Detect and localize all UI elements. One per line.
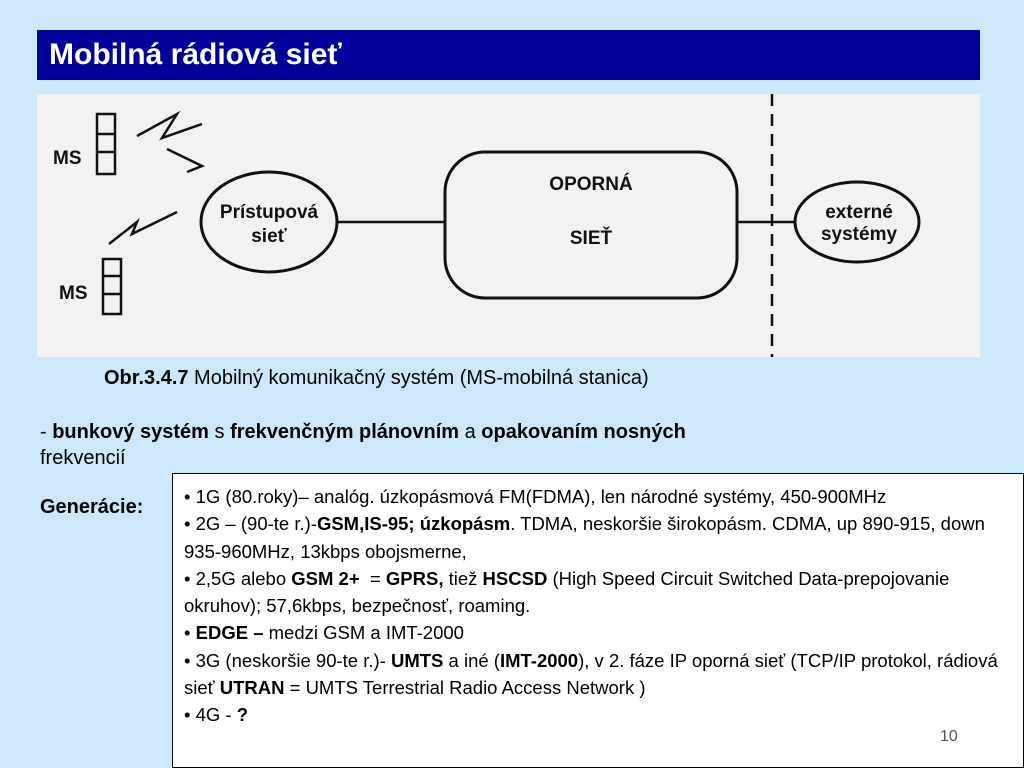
- external-systems-label-1: externé: [825, 202, 893, 223]
- gen-25g: • 2,5G alebo GSM 2+ = GPRS, tiež HSCSD (…: [184, 565, 1013, 620]
- radio-link-2: [108, 210, 178, 245]
- radio-link-1: [136, 110, 203, 141]
- cellular-system-line: - bunkový systém s frekvenčným plánovním…: [40, 419, 940, 471]
- gen-edge-b: EDGE –: [195, 622, 264, 644]
- gen-25g-g: (High Speed Circuit Switched Data-prepoj…: [184, 567, 950, 617]
- radio-link-1b: [166, 147, 206, 174]
- caption-ref: Obr.3.4.7: [104, 367, 189, 389]
- cellular-term-1: bunkový systém: [52, 421, 209, 443]
- gen-3g-f: UTRAN: [219, 677, 285, 699]
- gen-3g-a: • 3G (neskoršie 90-te r.)-: [184, 649, 391, 671]
- page-number: 10: [940, 728, 958, 745]
- ms-label-2: MS: [59, 283, 88, 304]
- gen-3g-e: ), v 2. fáze IP oporná sieť (TCP/IP prot…: [184, 649, 998, 699]
- gen-25g-a: • 2,5G alebo: [184, 567, 292, 589]
- gen-4g: • 4G - ?: [184, 701, 1013, 728]
- cellular-term-3: frekvenčným plánovním: [230, 421, 460, 443]
- mobile-station-2: [101, 257, 123, 316]
- cellular-text-6: frekvencií: [40, 447, 126, 469]
- access-network-label-1: Prístupová: [220, 202, 319, 223]
- caption-text: Mobilný komunikačný systém (MS-mobilná s…: [188, 367, 649, 389]
- gen-25g-d: GPRS,: [385, 567, 444, 589]
- gen-3g-c: a iné (: [443, 649, 500, 671]
- access-network-label-2: sieť: [251, 226, 287, 247]
- gen-3g-g: = UMTS Terrestrial Radio Access Network …: [284, 677, 646, 699]
- gen-3g-b: UMTS: [390, 649, 444, 671]
- gen-3g-d: IMT-2000: [499, 649, 579, 671]
- gen-2g: • 2G – (90-te r.)-GSM,IS-95; úzkopásm. T…: [184, 510, 1013, 565]
- cellular-text-2: s: [208, 421, 231, 443]
- gen-25g-c: =: [359, 567, 386, 589]
- cellular-term-5: opakovaním nosných: [481, 421, 686, 443]
- generations-box: • 1G (80.roky)– analóg. úzkopásmová FM(F…: [172, 473, 1024, 768]
- cellular-prefix: -: [40, 421, 53, 443]
- generations-label: Generácie:: [40, 496, 144, 518]
- core-network-label-2: SIEŤ: [570, 227, 613, 249]
- ms-label-1: MS: [53, 148, 82, 169]
- figure-caption: Obr.3.4.7 Mobilný komunikačný systém (MS…: [104, 367, 649, 390]
- gen-4g-b: ?: [236, 704, 249, 726]
- cellular-text-4: a: [459, 421, 482, 443]
- slide-title: Mobilná rádiová sieť: [49, 38, 342, 71]
- gen-edge-c: medzi GSM a IMT-2000: [263, 622, 464, 644]
- external-systems-label-2: systémy: [821, 224, 897, 245]
- external-systems-ellipse: [793, 180, 921, 264]
- gen-2g-b: GSM,IS-95; úzkopásm: [316, 513, 511, 535]
- core-network-box: [443, 150, 739, 300]
- gen-2g-a: • 2G – (90-te r.)-: [184, 513, 317, 535]
- network-diagram: MS MS Prístupová sieť OPORNÁ SIEŤ extern…: [37, 94, 980, 357]
- gen-edge-a: •: [184, 622, 196, 644]
- title-bar: Mobilná rádiová sieť: [37, 30, 980, 80]
- gen-1g-text: • 1G (80.roky)– analóg. úzkopásmová FM(F…: [184, 486, 887, 507]
- gen-1g: • 1G (80.roky)– analóg. úzkopásmová FM(F…: [184, 483, 1013, 510]
- gen-25g-f: HSCSD: [482, 567, 548, 589]
- gen-25g-b: GSM 2+: [291, 567, 360, 589]
- gen-4g-a: • 4G -: [184, 704, 237, 726]
- gen-edge: • EDGE – medzi GSM a IMT-2000: [184, 619, 1013, 646]
- gen-3g: • 3G (neskoršie 90-te r.)- UMTS a iné (I…: [184, 647, 1013, 702]
- mobile-station-1: [95, 112, 117, 176]
- network-diagram-svg: MS MS Prístupová sieť OPORNÁ SIEŤ extern…: [53, 94, 921, 357]
- gen-25g-e: tiež: [443, 567, 483, 589]
- gen-2g-c: . TDMA, neskoršie širokopásm. CDMA, up 8…: [184, 513, 985, 562]
- core-network-label-1: OPORNÁ: [549, 173, 633, 195]
